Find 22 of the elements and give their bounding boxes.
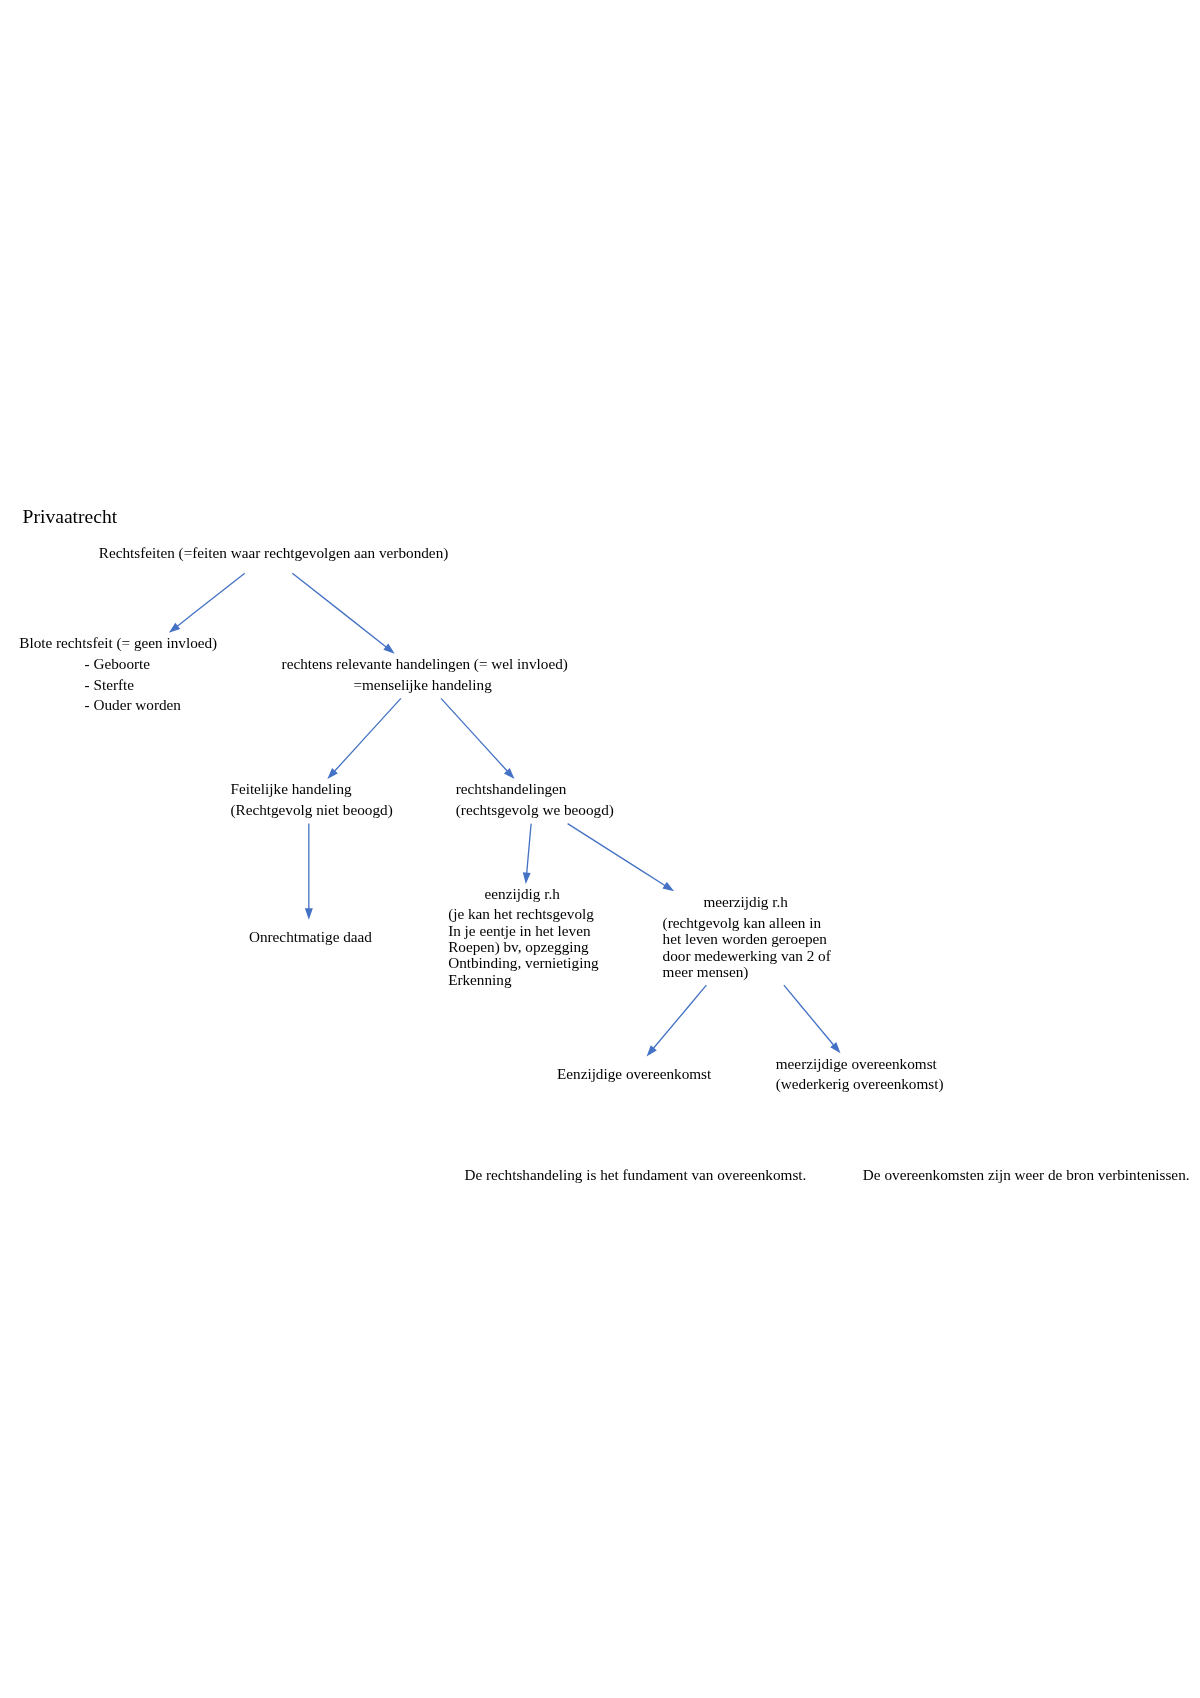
arrow xyxy=(304,822,313,920)
diagram-title: Privaatrecht xyxy=(22,505,118,527)
arrow xyxy=(440,697,515,779)
node-text: meerzijdig r.h (rechtgevolg kan alleen in het leven worden geroepen door medewerking van 2 of meer mensen) xyxy=(662,892,831,980)
node-text: Blote rechtsfeit (= geen invloed) - Geboorte - Sterfte - Ouder worden xyxy=(19,633,218,713)
node-text: eenzijdig r.h (je kan het rechtsgevolg In je eentje in het leven Roepen) bv, opzegging Ontbinding, vernietiging Erkenning xyxy=(448,884,599,988)
arrow xyxy=(291,572,395,654)
node-text: Onrechtmatige daad xyxy=(248,927,372,945)
label: De overeenkomsten zijn weer de bron verbintenissen. xyxy=(862,1165,1190,1183)
arrow xyxy=(783,984,841,1053)
label: De rechtshandeling is het fundament van overeenkomst. xyxy=(464,1165,807,1183)
node-text: rechtshandelingen (rechtsgevolg we beoogd) xyxy=(455,779,614,818)
node-text: rechtens relevante handelingen (= wel invloed) =menselijke handeling xyxy=(281,654,568,693)
arrow xyxy=(566,822,675,891)
node-text: meerzijdige overeenkomst (wederkerig overeenkomst) xyxy=(775,1054,944,1092)
arrow xyxy=(327,697,402,779)
arrow xyxy=(646,984,707,1056)
arrow xyxy=(522,822,532,884)
node-text: Eenzijdige overeenkomst xyxy=(557,1064,712,1082)
node-text: Feitelijke handeling (Rechtgevolg niet beoogd) xyxy=(230,779,393,818)
node-text: Rechtsfeiten (=feiten waar rechtgevolgen aan verbonden) xyxy=(98,543,449,561)
arrow xyxy=(168,572,246,633)
